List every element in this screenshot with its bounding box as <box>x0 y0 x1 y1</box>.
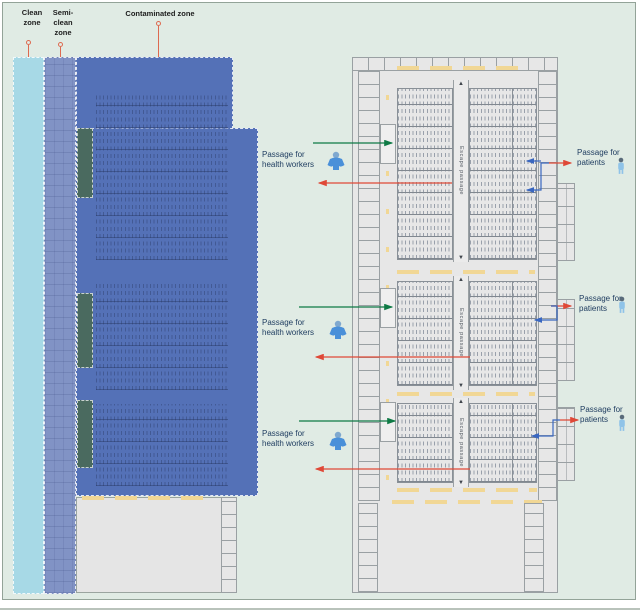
door-markers-row-2 <box>397 270 535 274</box>
legend-semi-line3: zone <box>54 27 72 37</box>
right-plan-right-rooms <box>538 71 557 501</box>
left-plan-ward1-beds <box>96 92 228 260</box>
ward1-patients-label: Passage for patients <box>577 148 627 169</box>
leader-dot-clean <box>26 40 31 45</box>
left-plan-door-markers <box>82 496 210 500</box>
escape-up-arrow-icon: ▲ <box>458 81 464 87</box>
ward1-beds-right <box>469 88 537 260</box>
leader-dot-contaminated <box>156 21 161 26</box>
left-plan-ward2-beds <box>96 282 228 390</box>
escape-down-arrow-icon: ▼ <box>458 255 464 261</box>
left-plan-ward3-beds <box>96 404 228 486</box>
right-plan-left-rooms <box>358 71 380 501</box>
ward1-entry-vestibule <box>380 124 396 164</box>
ward2-pt-line2: patients <box>579 304 608 314</box>
ward1-health-workers-label: Passage for health workers <box>262 150 328 171</box>
ward3-entry-vestibule <box>380 402 396 442</box>
ward3-hw-line2: health workers <box>262 439 315 449</box>
legend-semi-clean-zone-label: Semi- clean zone <box>48 8 78 37</box>
ward3-patients-label: Passage for patients <box>580 405 630 426</box>
legend-clean-zone-label: Clean zone <box>14 8 50 28</box>
ward1-bed-divider <box>512 88 513 260</box>
door-markers-row-top <box>397 66 527 70</box>
ward3-beds-left <box>397 403 453 483</box>
ward2-health-workers-label: Passage for health workers <box>262 318 328 339</box>
ward2-escape-passage: ▲ Escape passage ▼ <box>453 276 469 390</box>
ward2-hw-line1: Passage for <box>262 318 305 327</box>
ward2-bed-divider <box>512 281 513 386</box>
left-plan-bottom-hall-rooms <box>221 497 237 593</box>
ward3-health-workers-label: Passage for health workers <box>262 429 328 450</box>
buffer-room-3 <box>77 400 93 468</box>
ward2-beds-left <box>397 281 453 386</box>
legend-clean-line2: zone <box>23 17 41 27</box>
ward2-escape-passage-label: Escape passage <box>458 308 464 358</box>
ward1-hw-line1: Passage for <box>262 150 305 159</box>
ward3-pt-line2: patients <box>580 415 609 425</box>
figure-bottom-rule <box>0 608 640 610</box>
ward2-patients-label: Passage for patients <box>579 294 629 315</box>
ward1-beds-left <box>397 88 453 260</box>
ward2-hw-line2: health workers <box>262 328 315 338</box>
ward2-entry-vestibule <box>380 288 396 328</box>
ward3-hw-line1: Passage for <box>262 429 305 438</box>
leader-dot-semi <box>58 42 63 47</box>
buffer-room-2 <box>77 293 93 368</box>
buffer-room-1 <box>77 128 93 198</box>
door-markers-row-4 <box>397 488 537 492</box>
ward1-escape-passage-label: Escape passage <box>458 146 464 196</box>
right-plan-out-rooms-1 <box>557 183 575 261</box>
legend-contaminated-line1: Contaminated zone <box>125 9 195 18</box>
legend-clean-line1: Clean <box>21 8 43 17</box>
ward3-bed-divider <box>512 403 513 483</box>
semi-clean-zone-area <box>44 57 76 594</box>
ward1-hw-line2: health workers <box>262 160 315 170</box>
right-plan-bottom-hall-left-rooms <box>358 503 378 592</box>
door-markers-row-bottom-hall <box>392 500 542 504</box>
ward3-escape-passage: ▲ Escape passage ▼ <box>453 398 469 487</box>
right-plan-left-door-markers <box>386 90 389 480</box>
legend-semi-line2: clean <box>53 17 73 27</box>
legend-semi-line1: Semi- <box>52 8 74 17</box>
leader-line-contaminated <box>158 26 160 70</box>
ward3-escape-passage-label: Escape passage <box>458 417 464 468</box>
escape-down-arrow-icon: ▼ <box>458 383 464 389</box>
ward3-pt-line1: Passage for <box>580 405 623 414</box>
right-plan-out-rooms-2 <box>557 299 575 381</box>
ward1-pt-line1: Passage for <box>577 148 620 157</box>
clean-zone-area <box>13 57 44 594</box>
ward1-escape-passage: ▲ Escape passage ▼ <box>453 80 469 262</box>
escape-down-arrow-icon: ▼ <box>458 480 464 486</box>
ward1-pt-line2: patients <box>577 158 606 168</box>
right-plan-out-rooms-3 <box>557 407 575 481</box>
escape-up-arrow-icon: ▲ <box>458 277 464 283</box>
ward2-beds-right <box>469 281 537 386</box>
ward3-beds-right <box>469 403 537 483</box>
escape-up-arrow-icon: ▲ <box>458 399 464 405</box>
legend-contaminated-zone-label: Contaminated zone <box>110 9 210 19</box>
right-plan-bottom-hall-right-rooms <box>524 503 544 592</box>
door-markers-row-3 <box>397 392 535 396</box>
left-plan-bottom-hall <box>76 497 222 593</box>
ward2-pt-line1: Passage for <box>579 294 622 303</box>
